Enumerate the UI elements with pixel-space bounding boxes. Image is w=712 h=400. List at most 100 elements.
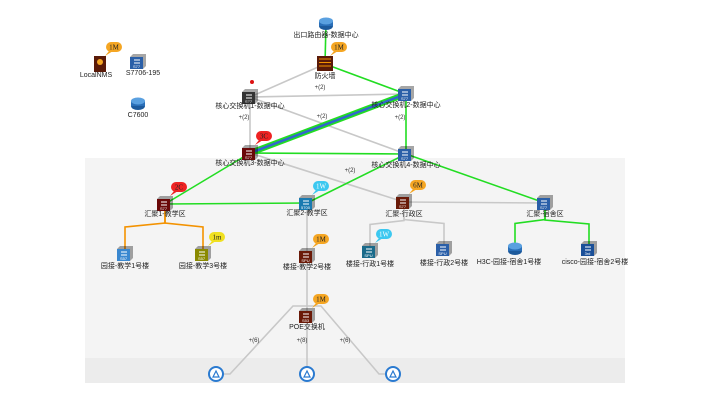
link-agg1-acc3[interactable]	[164, 204, 204, 254]
node-ap3[interactable]	[385, 366, 401, 382]
router-icon	[131, 97, 145, 105]
alarm-badge[interactable]: 3C	[255, 131, 272, 145]
wireless-ap-icon	[385, 366, 401, 382]
node-ap1[interactable]	[208, 366, 224, 382]
model-label: S77	[160, 206, 168, 211]
switch-icon	[303, 313, 309, 318]
alarm-badge[interactable]: 1W	[312, 181, 329, 195]
link-aggadmin-adm2[interactable]	[403, 202, 445, 249]
model-label: S57	[120, 256, 128, 261]
node-label: POE交换机	[289, 322, 325, 331]
model-label: S53	[302, 318, 310, 323]
link-aggadmin-aggdorm[interactable]	[403, 201, 546, 204]
node-label: 楼接-教学2号楼	[283, 262, 331, 271]
switch-icon	[161, 201, 167, 206]
link-core1-core2[interactable]	[249, 93, 407, 98]
wireless-ap-icon	[208, 366, 224, 382]
switch-icon	[199, 251, 205, 256]
alarm-badge[interactable]: 1W	[375, 229, 392, 243]
node-label: 园接-教学3号楼	[179, 261, 227, 270]
wireless-ap-icon	[303, 369, 311, 378]
switch-icon	[303, 253, 309, 258]
link-label: +(2)	[345, 168, 356, 174]
link-core4-agg2[interactable]	[306, 153, 407, 204]
alarm-badge-tail	[208, 241, 216, 246]
alarm-badge[interactable]: 2C	[170, 182, 187, 196]
link-core2-core3[interactable]	[249, 92, 407, 155]
node-label: 汇聚2-教学区	[286, 208, 327, 217]
alarm-badge[interactable]: 1M	[105, 42, 122, 56]
switch-icon	[366, 248, 372, 253]
model-label: SPU	[438, 251, 446, 256]
switch-icon	[585, 246, 591, 251]
link-firewall-core1[interactable]	[249, 63, 326, 98]
node-c7600[interactable]: C7600	[128, 97, 149, 120]
link-core4-aggdorm[interactable]	[405, 153, 546, 204]
alarm-badge-tail	[312, 243, 320, 248]
link-aggdorm-cisco[interactable]	[544, 203, 590, 249]
link-core3-agg1[interactable]	[164, 152, 251, 205]
router-icon	[508, 242, 522, 250]
model-label: 5700	[301, 205, 311, 210]
alarm-badge[interactable]: 1M	[312, 234, 329, 248]
alarm-badge-tail	[312, 190, 320, 195]
alarm-badge-tail	[255, 140, 263, 145]
alarm-badge-bg	[376, 229, 392, 239]
alarm-badge-text: 2C	[175, 184, 184, 192]
alarm-badge-tail	[312, 303, 320, 308]
wireless-ap-icon	[299, 366, 315, 382]
node-ap2[interactable]	[299, 366, 315, 382]
alarm-badge[interactable]: 6M	[409, 180, 426, 194]
alarm-badge[interactable]: 1M	[330, 42, 347, 56]
link-poe-ap1[interactable]	[216, 305, 307, 375]
model-label: S77	[399, 204, 407, 209]
node-h3c[interactable]: H3C-园接-宿舍1号楼	[477, 242, 542, 267]
area-footer-band	[85, 358, 625, 383]
alarm-badge-bg	[256, 131, 272, 141]
alarm-badge-text: 6M	[413, 182, 424, 190]
link-core3-core4[interactable]	[249, 152, 407, 155]
alarm-badge-text: 3C	[260, 133, 269, 141]
alarm-badge-text: 1M	[334, 44, 345, 52]
link-firewall-core2[interactable]	[324, 63, 407, 95]
link-label: +(2)	[317, 114, 328, 120]
alarm-badge[interactable]: 1M	[312, 294, 329, 308]
node-label: 出口路由器-数据中心	[293, 30, 358, 39]
alarm-badge-tail	[330, 51, 338, 56]
alarm-badge-tail	[170, 191, 178, 196]
switch-icon	[440, 246, 446, 251]
node-label: 核心交换机2-数据中心	[371, 100, 440, 109]
alarm-badge-bg	[171, 182, 187, 192]
alarm-badge-text: 1M	[316, 296, 327, 304]
alarm-badge[interactable]: 1m	[208, 232, 225, 246]
link-core3-aggadmin[interactable]	[249, 152, 405, 203]
link-agg1-agg2[interactable]	[164, 202, 308, 205]
node-label: 核心交换机4-数据中心	[371, 160, 440, 169]
wireless-ap-icon	[389, 369, 397, 378]
alarm-badge-bg	[331, 42, 347, 52]
node-label: 楼接-行政1号楼	[346, 259, 394, 268]
alarm-dot-icon	[250, 80, 254, 84]
alarm-badge-text: 1W	[316, 183, 327, 191]
node-router[interactable]: 出口路由器-数据中心	[293, 17, 359, 40]
link-label: +(2)	[395, 115, 406, 121]
